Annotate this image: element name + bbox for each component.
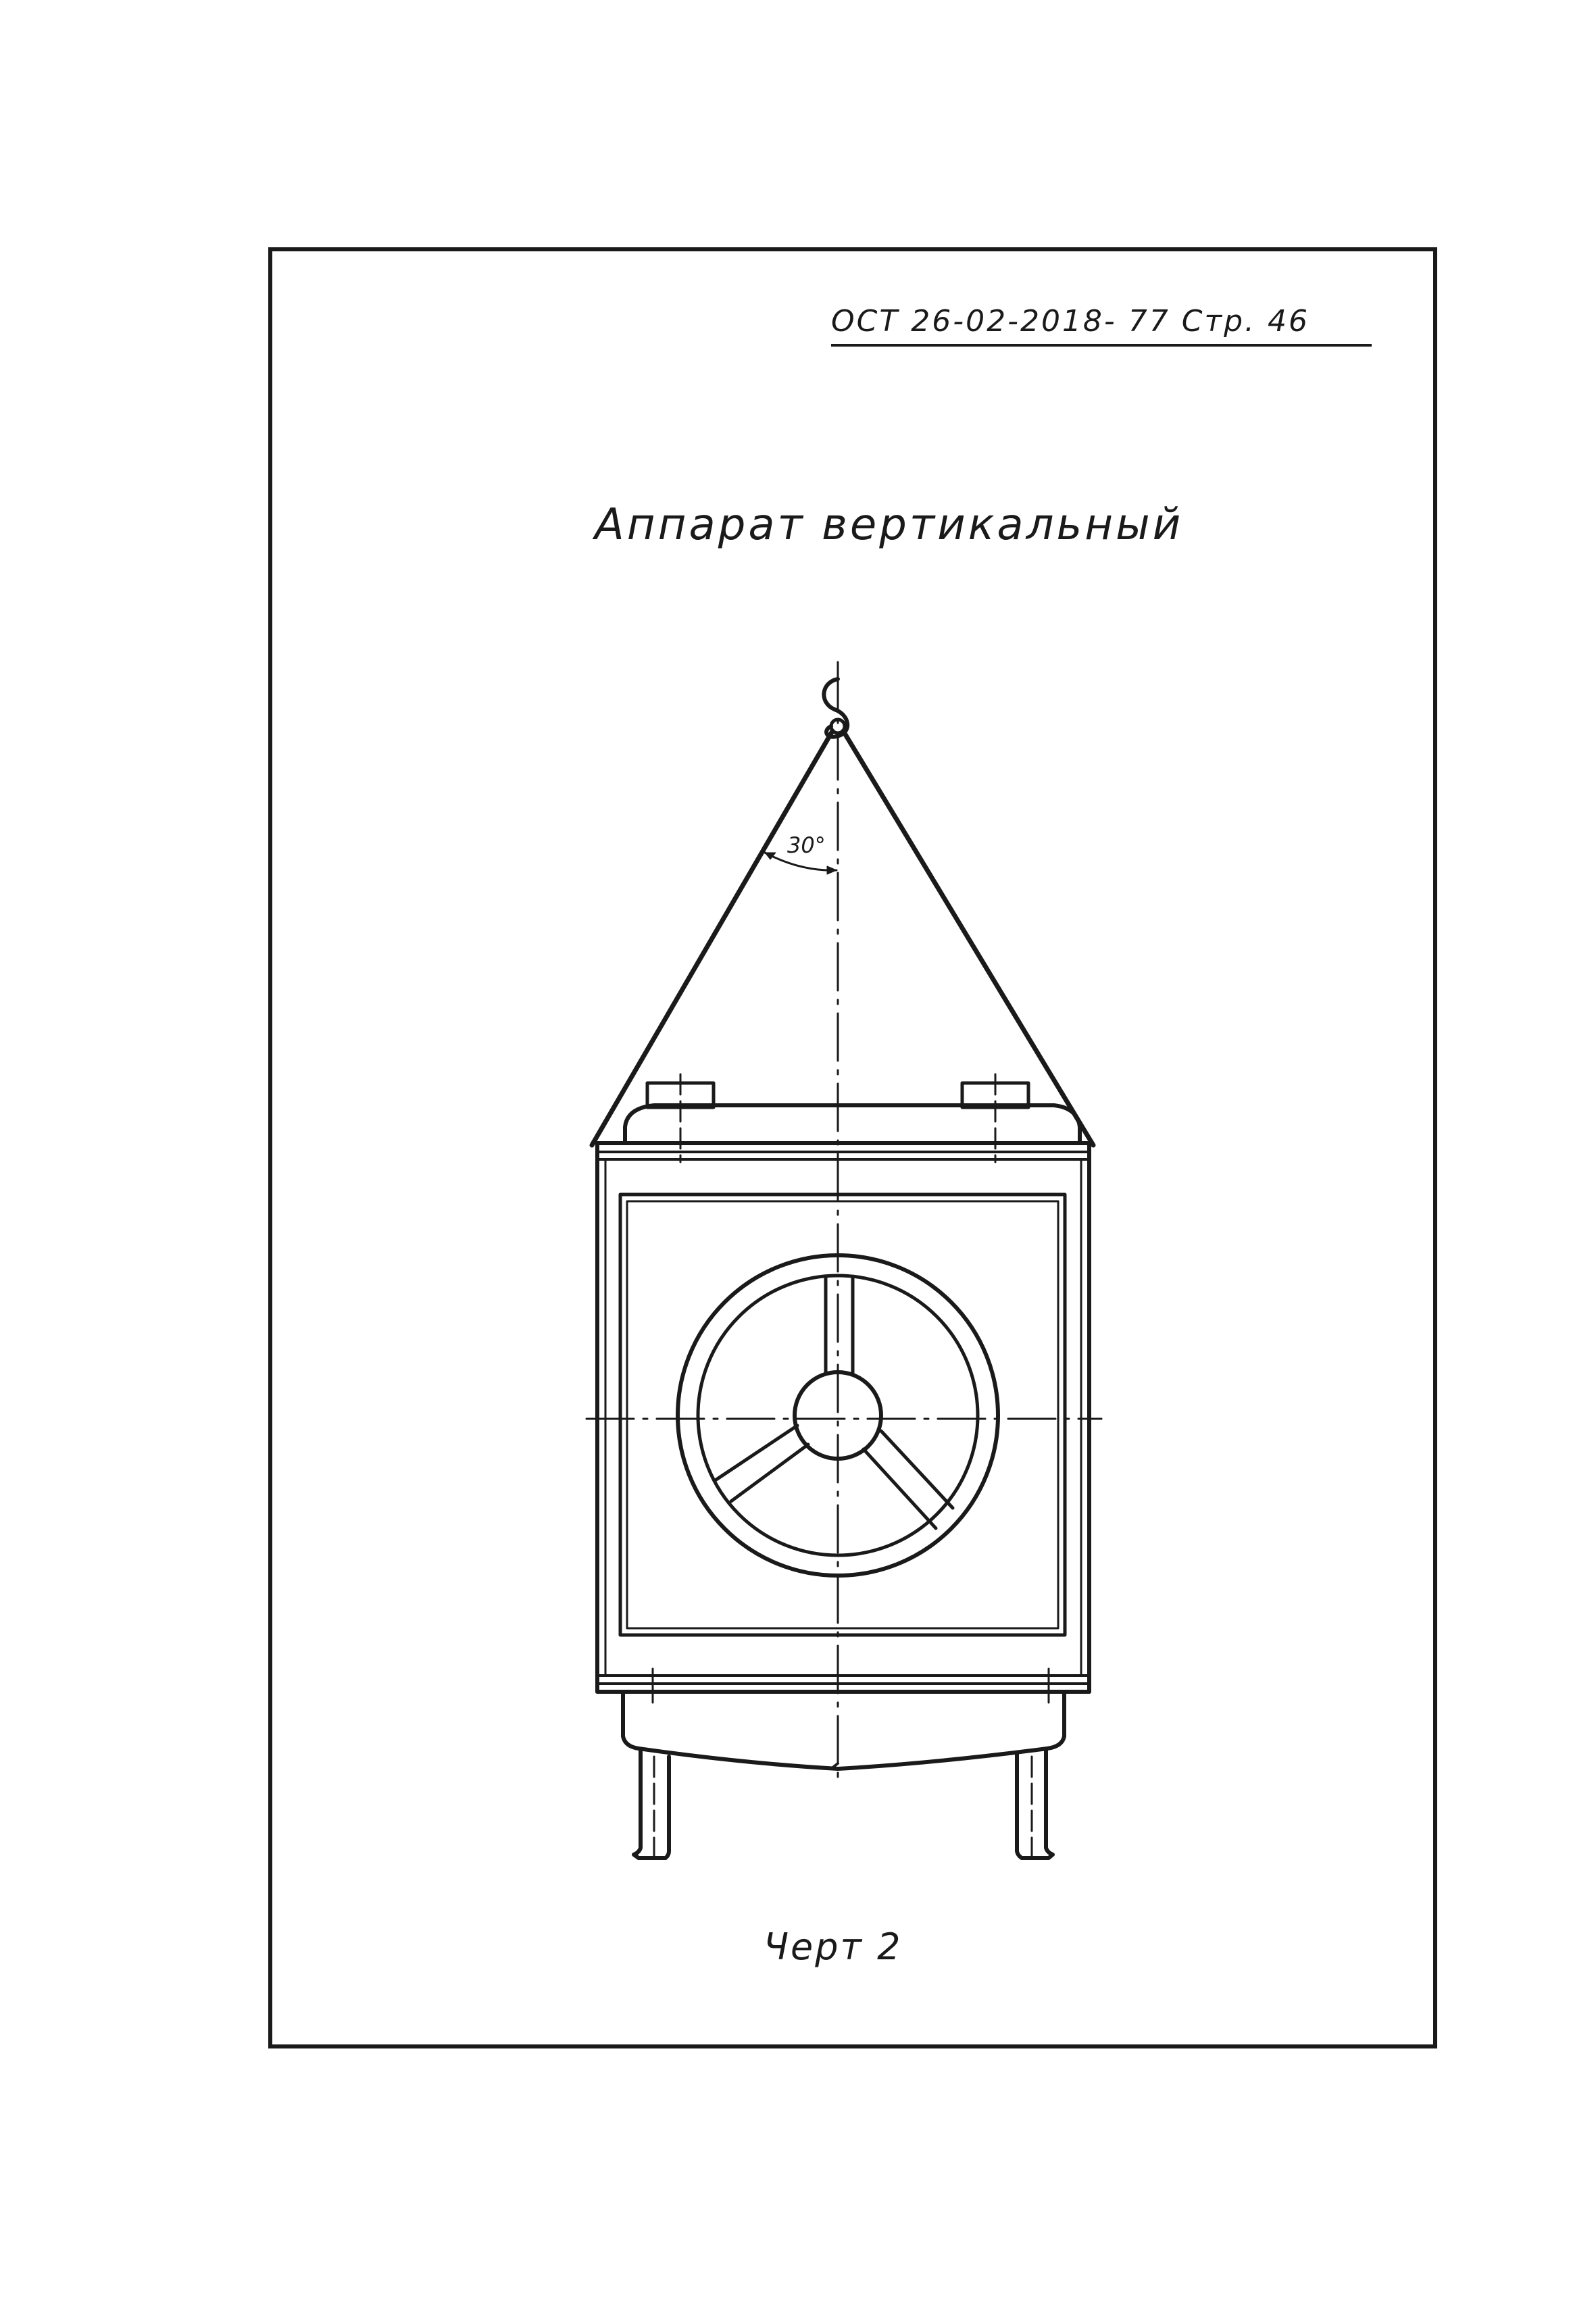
drawing-title: Аппарат вертикальный	[595, 500, 1184, 550]
sling-angle-label: 30°	[787, 832, 826, 858]
spoke-left-b	[729, 1442, 810, 1503]
spoke-left-a	[714, 1424, 799, 1482]
spoke-right-a	[862, 1447, 938, 1530]
top-head	[623, 1103, 1082, 1144]
wheel-inner-rim	[696, 1274, 980, 1557]
wheel-hub	[793, 1370, 883, 1461]
angle-arrow-right	[826, 865, 837, 875]
hook-eye	[829, 718, 847, 735]
sling-right	[841, 728, 1096, 1148]
drawing-caption: Черт 2	[764, 1926, 903, 1968]
wheel-outer-rim	[676, 1253, 1000, 1578]
body-panel	[618, 1192, 1067, 1637]
lifting-hook	[822, 677, 850, 739]
body-panel-inner	[626, 1200, 1059, 1630]
drawing-frame	[268, 247, 1437, 2048]
leg-left	[632, 1748, 671, 1860]
body-outer	[595, 1141, 1091, 1694]
angle-arrow-left	[764, 852, 776, 860]
leg-right	[1015, 1748, 1055, 1860]
bottom-head	[621, 1690, 1066, 1771]
spoke-right-b	[879, 1429, 955, 1510]
document-code: ОСТ 26-02-2018- 77 Стр. 46	[831, 304, 1372, 347]
bottom-apex-left	[830, 1762, 839, 1770]
sling-left	[589, 728, 835, 1148]
